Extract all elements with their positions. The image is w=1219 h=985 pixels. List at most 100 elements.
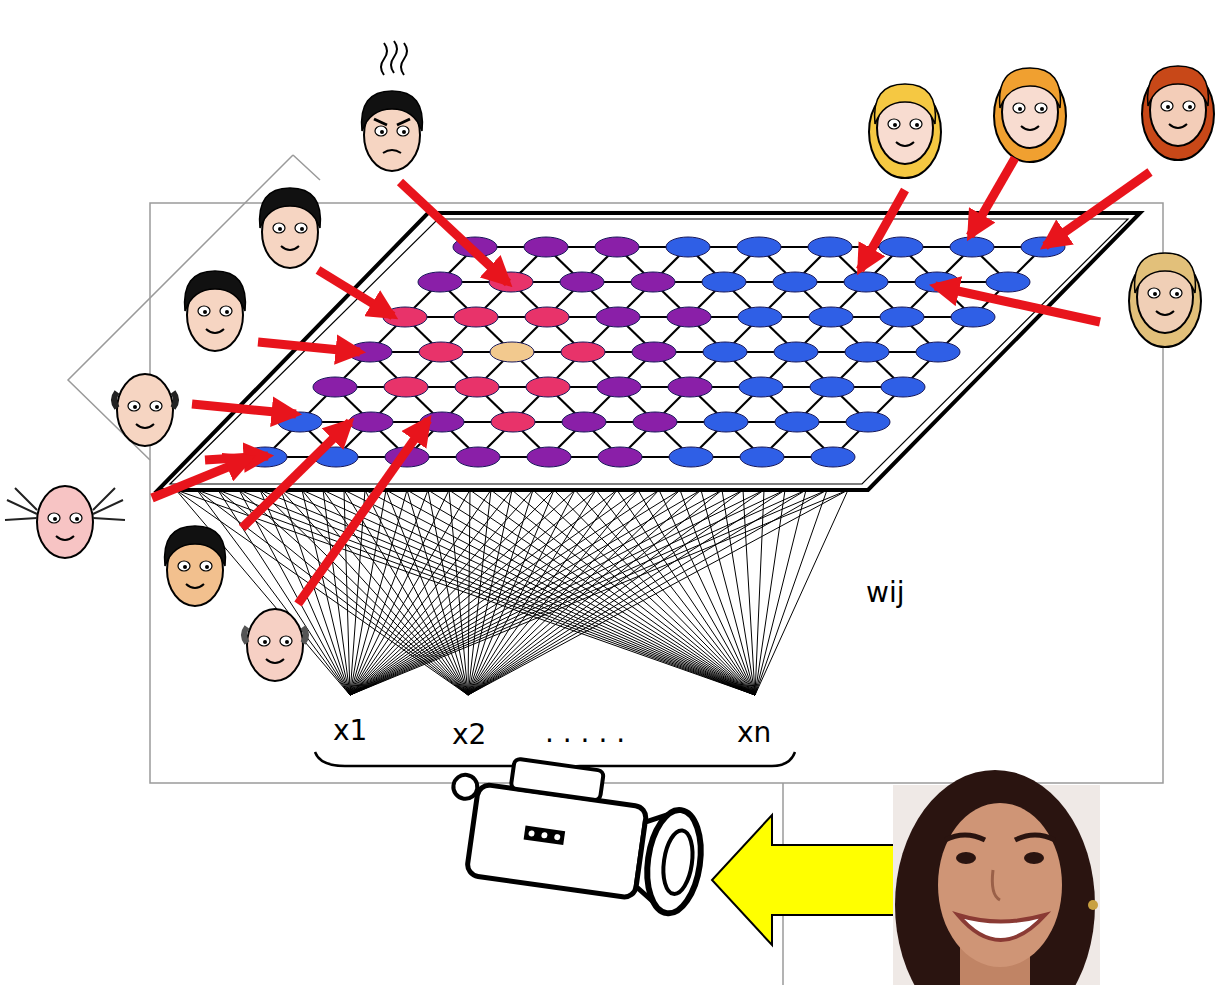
eye — [200, 561, 212, 571]
neuron — [880, 307, 924, 327]
eye — [198, 306, 210, 316]
eye — [220, 306, 232, 316]
weight-line — [350, 490, 575, 695]
neuron — [598, 447, 642, 467]
weight-line — [755, 490, 848, 695]
red-arrow — [192, 404, 296, 414]
red-arrow — [400, 182, 508, 283]
face — [165, 526, 226, 606]
face — [244, 609, 306, 681]
neuron — [986, 272, 1030, 292]
pupil — [205, 565, 209, 569]
neuron — [418, 272, 462, 292]
neuron — [595, 237, 639, 257]
neuron — [454, 307, 498, 327]
camera-dot — [554, 834, 561, 841]
neuron — [844, 272, 888, 292]
hair — [5, 488, 125, 520]
red-arrow — [242, 422, 350, 528]
brow — [374, 119, 410, 125]
pupil — [893, 123, 897, 127]
pupil — [225, 310, 229, 314]
pupil — [75, 517, 79, 521]
weight-line — [755, 490, 827, 695]
camera-icon — [440, 751, 711, 917]
mouth — [186, 584, 204, 588]
mouth — [136, 424, 154, 428]
mouth — [56, 536, 74, 540]
weight-line — [365, 490, 468, 695]
camera-handle — [511, 758, 604, 800]
pupil — [1018, 107, 1022, 111]
neuron — [562, 412, 606, 432]
weight-line — [407, 490, 755, 695]
neuron — [633, 412, 677, 432]
weight-line — [468, 490, 743, 695]
frame-edge — [68, 155, 320, 460]
hair — [875, 84, 936, 124]
eye — [910, 119, 922, 129]
mouth — [206, 329, 224, 333]
mouth — [383, 150, 401, 153]
weight-line — [323, 490, 755, 695]
photo-face — [893, 770, 1100, 985]
pupil — [1166, 105, 1170, 109]
camera-dot — [541, 832, 548, 839]
face-icons — [5, 41, 1214, 681]
eye — [178, 561, 190, 571]
camera-lens-glass — [660, 829, 697, 896]
neuron — [596, 307, 640, 327]
weight-line — [350, 490, 785, 695]
head — [37, 486, 93, 558]
yellow-arrow — [712, 815, 895, 945]
neuron — [881, 377, 925, 397]
photo-smile — [958, 915, 1045, 940]
pupil — [183, 565, 187, 569]
red-arrow — [258, 342, 360, 352]
weight-line — [680, 490, 755, 695]
pupil — [1040, 107, 1044, 111]
neuron — [845, 342, 889, 362]
photo-eye — [1024, 852, 1044, 864]
stink-lines — [381, 41, 407, 75]
neuron — [704, 412, 748, 432]
weight-lines — [176, 490, 848, 695]
red-arrow — [318, 270, 393, 316]
camera-dot — [528, 830, 535, 837]
weight-line — [468, 490, 785, 695]
ellipsis: . . . . . — [545, 718, 625, 749]
red-arrow — [970, 158, 1015, 236]
neuron — [524, 237, 568, 257]
weight-line — [197, 490, 468, 695]
weight-line — [533, 490, 755, 695]
pupil — [53, 517, 57, 521]
face — [362, 41, 423, 171]
weight-line — [302, 490, 468, 695]
eye — [70, 513, 82, 523]
map-neurons — [243, 237, 1065, 467]
neuron — [667, 307, 711, 327]
photo-nose — [992, 870, 1000, 900]
photo-brow — [945, 835, 985, 840]
neuron — [419, 342, 463, 362]
mouth — [1156, 311, 1174, 315]
pupil — [133, 405, 137, 409]
weight-line — [743, 490, 755, 695]
red-arrow — [1045, 172, 1150, 246]
neuron — [774, 342, 818, 362]
red-arrow — [298, 420, 428, 604]
weight-line — [470, 490, 755, 695]
photo-hair — [895, 770, 1095, 985]
hair — [165, 526, 226, 566]
hair — [244, 627, 306, 643]
weight-line — [365, 490, 755, 695]
neuron — [313, 377, 357, 397]
weight-line — [350, 490, 764, 695]
pupil — [285, 640, 289, 644]
hair — [114, 392, 176, 408]
neuron — [811, 447, 855, 467]
neuron — [669, 447, 713, 467]
face — [5, 486, 125, 558]
